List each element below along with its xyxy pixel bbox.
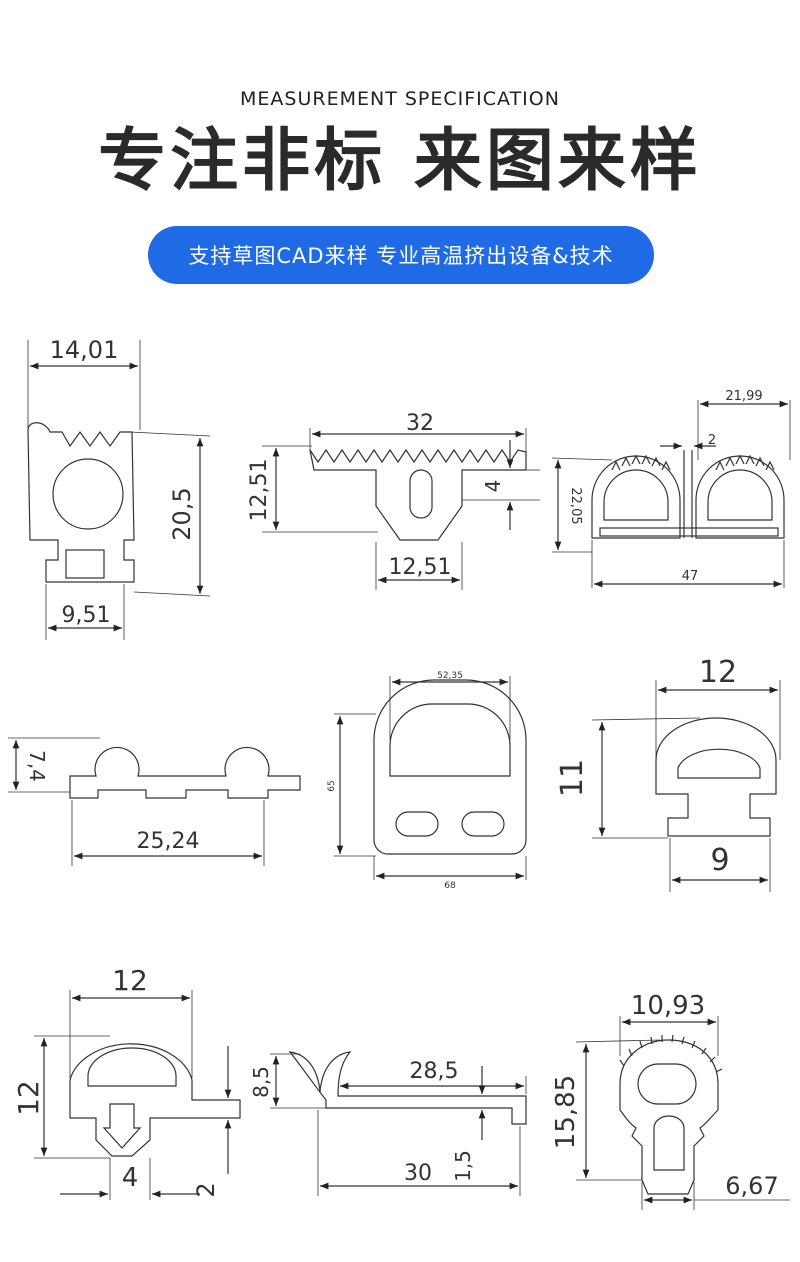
p3-height-label: 22,05 (568, 487, 583, 524)
p8-top-label: 28,5 (410, 1059, 459, 1084)
p1-base-label: 9,51 (62, 603, 111, 628)
p7-stem-label: 4 (122, 1163, 139, 1193)
p3-top-label: 21,99 (725, 389, 762, 404)
p8-thick-label: 1,5 (451, 1150, 475, 1182)
p5-top-label: 52,35 (437, 671, 463, 681)
p5-width-label: 68 (444, 881, 456, 891)
profile-6-drawing (591, 680, 781, 892)
p8-height-label: 8,5 (249, 1066, 273, 1098)
profile-3-drawing (551, 400, 791, 588)
p2-width-label: 32 (406, 411, 434, 436)
profile-4-drawing (8, 737, 301, 866)
p2-depth-label: 4 (481, 480, 505, 493)
profile-9-drawing (575, 1016, 790, 1210)
p2-height-label: 12,51 (247, 459, 272, 522)
p3-width-label: 47 (682, 569, 699, 584)
p9-height-label: 15,85 (551, 1075, 581, 1149)
profile-1-drawing (27, 340, 211, 640)
p9-base-label: 6,67 (725, 1172, 778, 1200)
p2-neck-label: 12,51 (389, 555, 452, 580)
banner-pill: 支持草图CAD来样 专业高温挤出设备&技术 (148, 226, 654, 284)
p1-width-label: 14,01 (50, 336, 119, 364)
profile-5-drawing (334, 676, 527, 880)
page-title: 专注非标 来图来样 (98, 122, 702, 201)
profile-8-drawing (270, 1051, 527, 1196)
subtitle-en: MEASUREMENT SPECIFICATION (240, 88, 560, 110)
p6-height-label: 11 (555, 759, 590, 797)
profile-2-drawing (262, 428, 540, 590)
p4-height-label: 7,4 (25, 750, 49, 782)
p7-height-label: 12 (12, 1080, 45, 1116)
p7-width-label: 12 (112, 964, 148, 997)
p7-flange-label: 2 (192, 1182, 220, 1197)
p4-width-label: 25,24 (137, 829, 200, 854)
profile-7-drawing (34, 990, 241, 1200)
p6-width-label: 12 (699, 655, 737, 690)
p9-width-label: 10,93 (631, 991, 705, 1021)
p8-width-label: 30 (404, 1161, 432, 1186)
p1-height-label: 20,5 (168, 487, 196, 540)
p3-gap-label: 2 (708, 433, 716, 448)
p5-height-label: 65 (327, 780, 337, 791)
p6-base-label: 9 (710, 843, 729, 878)
